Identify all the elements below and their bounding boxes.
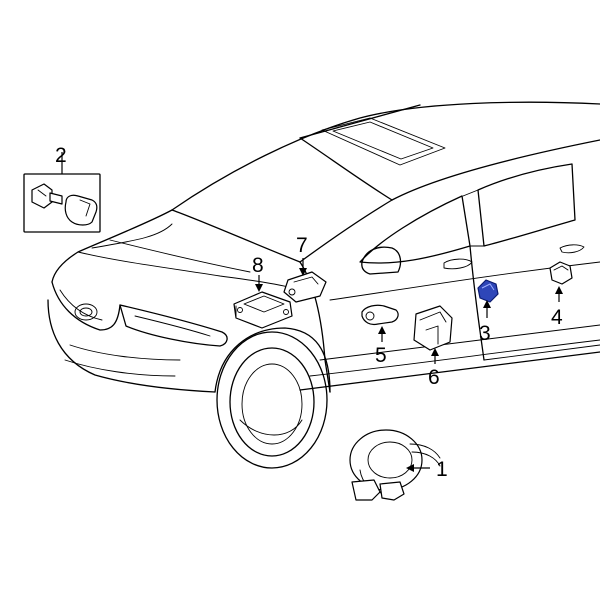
part-2-group [23,152,101,233]
callout-5: 5 [375,344,387,367]
part-6-bracket [413,305,453,364]
part-3-highlighted-sensor [477,279,499,318]
part-5-sensor [361,304,399,342]
part-7-sensor [283,258,327,303]
part-4-sensor [549,261,573,302]
callout-6: 6 [428,366,440,389]
callout-4: 4 [551,306,563,329]
part-8-module [233,275,293,329]
callout-7: 7 [296,234,308,257]
callout-1: 1 [436,458,448,481]
part-1-clock-spring [349,429,441,501]
callout-2: 2 [55,144,67,167]
car-illustration [47,101,600,469]
callout-8: 8 [252,254,264,277]
callout-3: 3 [479,322,491,345]
